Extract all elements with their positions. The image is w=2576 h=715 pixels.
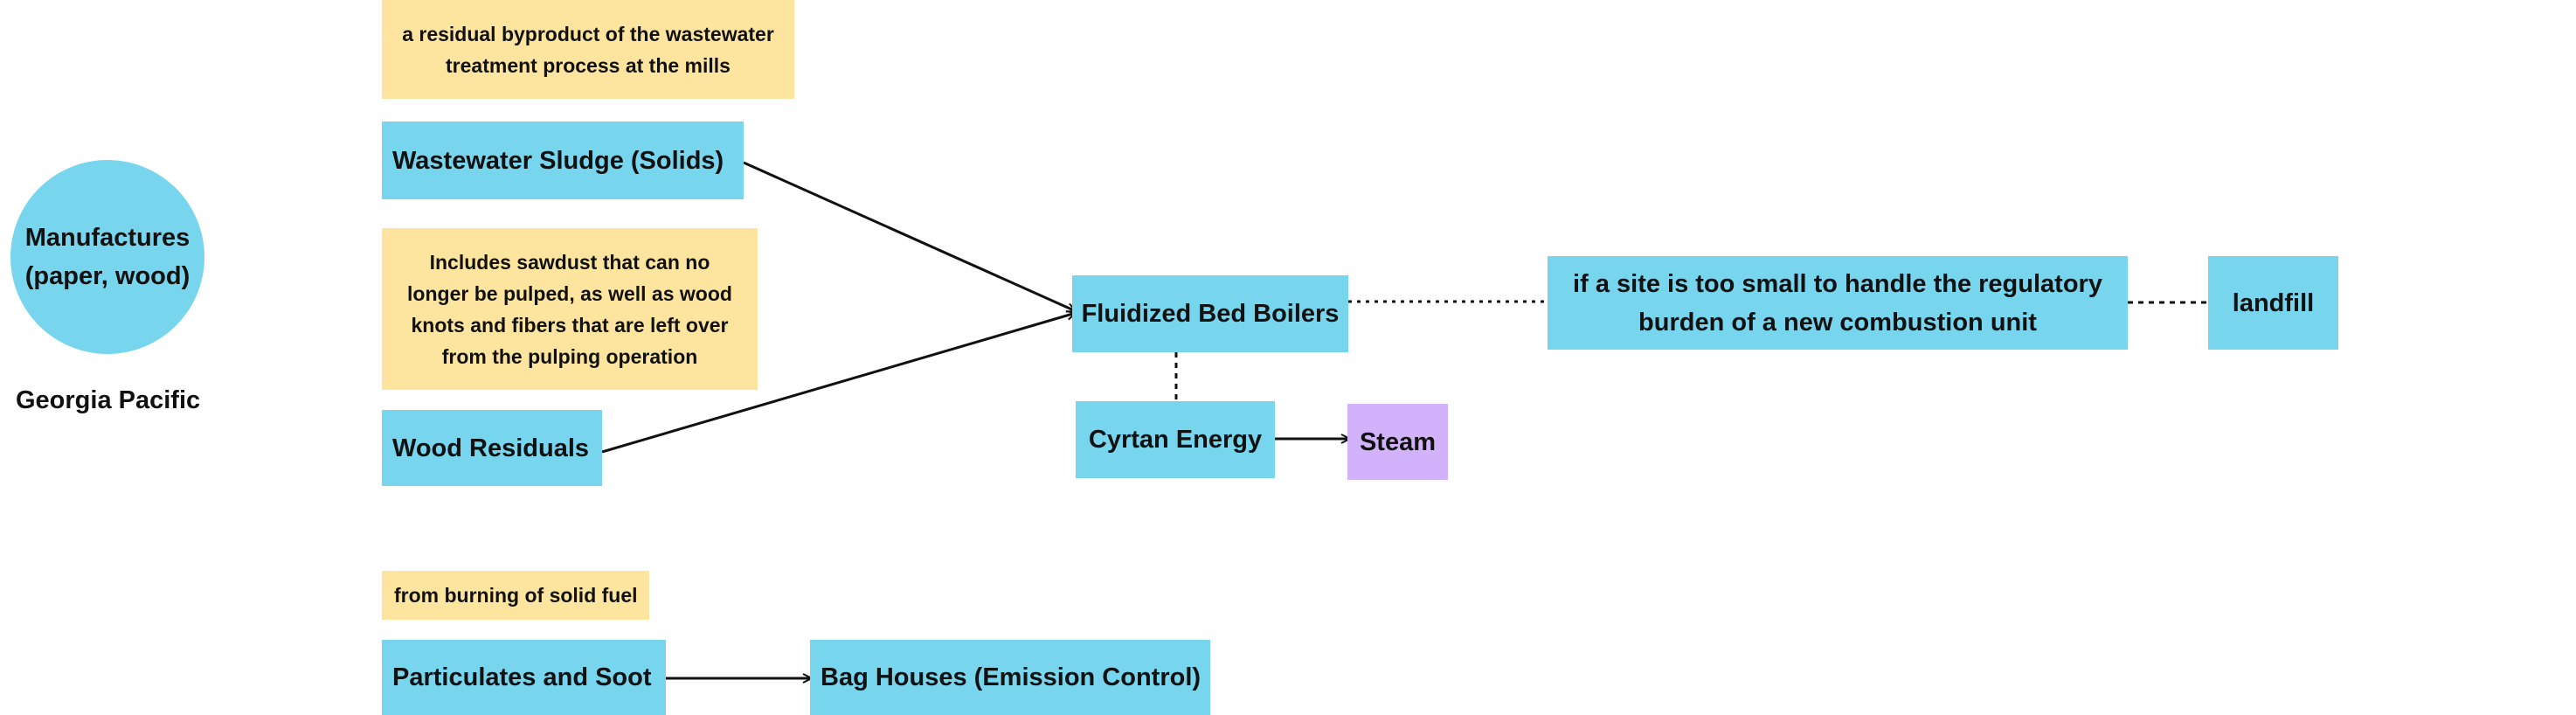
particulates-soot-node[interactable]: Particulates and Soot — [382, 640, 666, 715]
edge-wood-to-boilers — [601, 313, 1076, 454]
landfill-node[interactable]: landfill — [2208, 256, 2338, 350]
wood-residuals-node[interactable]: Wood Residuals — [382, 410, 602, 486]
sludge-note[interactable]: a residual byproduct of the wastewater t… — [382, 0, 794, 99]
company-name: Georgia Pacific — [16, 386, 201, 414]
soot-note[interactable]: from burning of solid fuel — [382, 571, 649, 620]
manufactures-label: Manufactures (paper, wood) — [24, 224, 190, 290]
manufactures-circle[interactable]: Manufactures (paper, wood) — [10, 160, 204, 354]
small-site-node[interactable]: if a site is too small to handle the reg… — [1548, 256, 2128, 350]
bag-houses-node[interactable]: Bag Houses (Emission Control) — [810, 640, 1210, 715]
cyrtan-energy-node[interactable]: Cyrtan Energy — [1076, 401, 1275, 478]
wastewater-sludge-node[interactable]: Wastewater Sludge (Solids) — [382, 121, 744, 199]
edge-sludge-to-boilers — [743, 161, 1076, 311]
fluidized-bed-boilers-node[interactable]: Fluidized Bed Boilers — [1072, 275, 1348, 352]
steam-node[interactable]: Steam — [1347, 404, 1448, 480]
wood-residuals-note[interactable]: Includes sawdust that can no longer be p… — [382, 228, 758, 390]
